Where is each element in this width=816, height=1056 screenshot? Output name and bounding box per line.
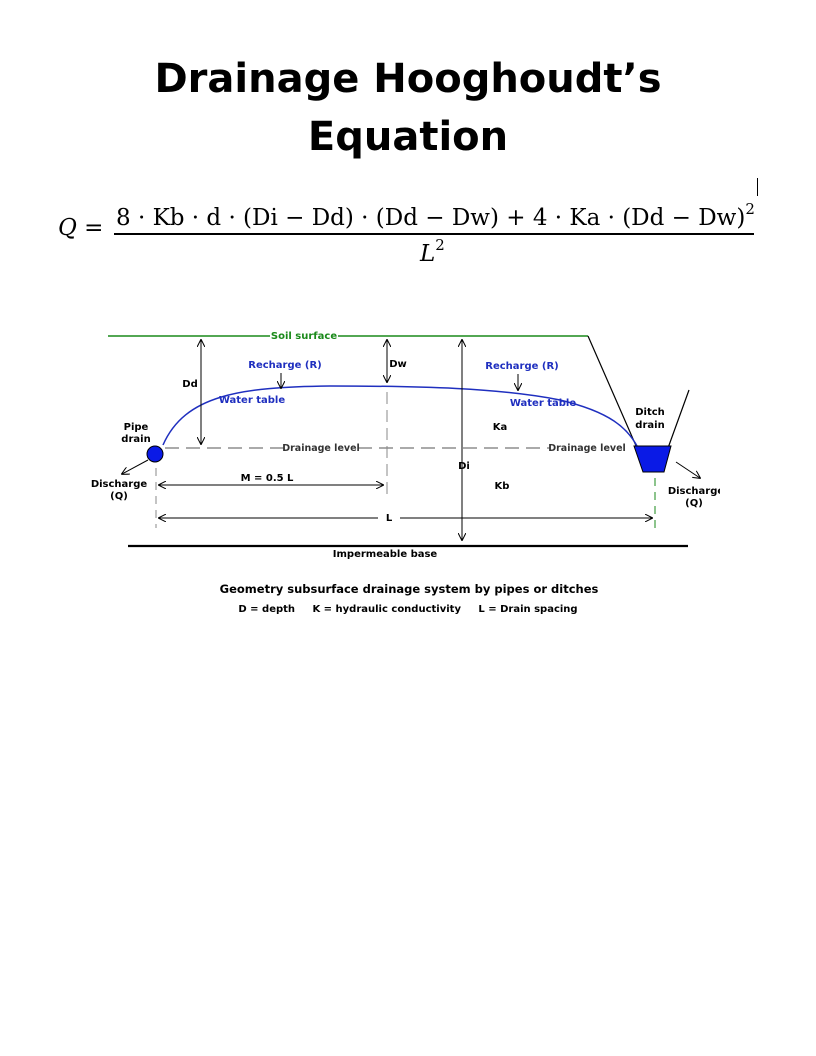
equation-lhs: Q =	[58, 215, 103, 241]
soil-surface-label: Soil surface	[271, 331, 337, 342]
water-table-curve	[162, 385, 639, 449]
pipe-drain-circle	[146, 445, 164, 463]
recharge-right-label: Recharge (R)	[485, 361, 558, 372]
equation-denominator-exponent: 2	[435, 236, 445, 254]
ditch-drain-label-2: drain	[635, 420, 664, 431]
equation-q: Q	[58, 215, 77, 241]
text-cursor-mark	[757, 178, 758, 196]
equation-denominator-l: L	[420, 241, 436, 267]
equation-numerator: 8 · Kb · d · (Di − Dd) · (Dd − Dw) + 4 ·…	[116, 200, 755, 231]
ka-label: Ka	[493, 422, 508, 433]
m-label: M = 0.5 L	[241, 473, 294, 484]
discharge-right-arrow	[675, 461, 700, 478]
dw-label: Dw	[389, 359, 407, 370]
fraction-bar	[114, 233, 754, 235]
drainage-level-label-left: Drainage level	[282, 443, 360, 454]
drainage-level-label-right: Drainage level	[548, 443, 626, 454]
discharge-right-label-1: Discharge	[668, 486, 720, 497]
equation-denominator: L2	[420, 236, 445, 267]
discharge-left-arrow	[122, 459, 149, 474]
discharge-left-label-2: (Q)	[110, 491, 128, 502]
discharge-right-label-2: (Q)	[685, 498, 703, 509]
recharge-left-label: Recharge (R)	[248, 360, 321, 371]
diagram-caption: Geometry subsurface drainage system by p…	[220, 582, 599, 596]
ditch-right-bank	[667, 389, 690, 449]
water-table-right-label: Water table	[510, 398, 577, 409]
title-line-2: Equation	[307, 114, 509, 160]
pipe-drain-label-2: drain	[121, 434, 150, 445]
equation-numerator-text: 8 · Kb · d · (Di − Dd) · (Dd − Dw) + 4 ·…	[116, 205, 746, 231]
equation-numerator-exponent: 2	[745, 200, 755, 218]
dd-label: Dd	[182, 379, 197, 390]
page-title: Drainage Hooghoudt’s Equation	[0, 50, 816, 166]
di-label: Di	[458, 461, 470, 472]
ditch-water	[633, 445, 672, 473]
equation-equals: =	[84, 215, 104, 241]
diagram-svg: Soil surface Drainage level Drainage lev…	[91, 331, 725, 615]
discharge-left-label-1: Discharge	[91, 479, 148, 490]
title-line-1: Drainage Hooghoudt’s	[154, 56, 662, 102]
l-label: L	[386, 513, 393, 524]
drainage-geometry-diagram: Soil surface Drainage level Drainage lev…	[80, 322, 725, 632]
pipe-drain-label-1: Pipe	[124, 422, 149, 433]
water-table-left-label: Water table	[219, 395, 286, 406]
ditch-left-bank	[587, 335, 638, 449]
diagram-legend: D = depth K = hydraulic conductivity L =…	[238, 604, 577, 615]
impermeable-base-label: Impermeable base	[333, 549, 438, 560]
kb-label: Kb	[495, 481, 510, 492]
hooghoudt-equation: Q = 8 · Kb · d · (Di − Dd) · (Dd − Dw) +…	[58, 196, 778, 271]
ditch-drain-label-1: Ditch	[635, 407, 665, 418]
